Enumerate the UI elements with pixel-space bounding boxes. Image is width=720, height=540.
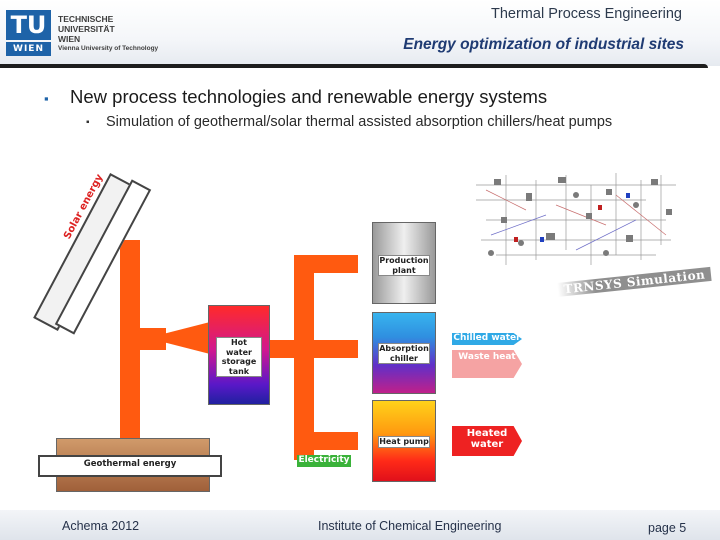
slide-footer <box>0 510 720 540</box>
logo-line-3: WIEN <box>58 34 81 44</box>
footer-page-number: page 5 <box>648 521 687 535</box>
footer-institute: Institute of Chemical Engineering <box>318 519 502 533</box>
electricity-tag: Electricity <box>297 455 351 467</box>
chilled-water-arrow: Chilled water <box>452 333 522 345</box>
logo-line-4: Vienna University of Technology <box>58 45 159 52</box>
bullet-level-2: Simulation of geothermal/solar thermal a… <box>106 114 613 130</box>
waste-heat-arrow: Waste heat <box>452 350 522 378</box>
pipe-to-chiller <box>268 340 358 358</box>
pipe-to-heat-pump <box>294 432 358 450</box>
pipe-to-production <box>294 255 358 273</box>
riser-branch-pipe <box>140 328 166 350</box>
footer-event: Achema 2012 <box>62 519 140 533</box>
header-rule <box>0 64 708 68</box>
logo-letters-wien: WIEN <box>6 42 51 56</box>
tu-wien-logo: TU WIEN TECHNISCHE UNIVERSITÄT WIEN Vien… <box>6 10 171 58</box>
logo-line-2: UNIVERSITÄT <box>58 24 115 34</box>
production-plant-label: Production plant <box>378 255 430 276</box>
absorption-chiller-label: Absorption chiller <box>378 343 430 364</box>
slide-header <box>0 0 720 66</box>
header-title: Thermal Process Engineering <box>490 6 682 22</box>
header-subtitle: Energy optimization of industrial sites <box>403 36 684 53</box>
trnsys-schematic-image <box>466 165 688 275</box>
logo-letters-tu: TU <box>6 10 51 40</box>
trnsys-network-diagram <box>476 173 676 265</box>
heat-pump-label: Heat pump <box>378 436 430 448</box>
bullet-level-1: New process technologies and renewable e… <box>70 86 548 107</box>
hot-water-storage-label: Hot water storage tank <box>216 337 262 377</box>
bullet-marker-1: ▪ <box>44 91 49 106</box>
bullet-marker-2: ▪ <box>86 117 90 128</box>
geothermal-riser-pipe <box>120 240 140 440</box>
logo-line-1: TECHNISCHE <box>58 14 114 24</box>
geothermal-energy-box <box>38 455 222 477</box>
storage-feed-pipe <box>166 322 210 354</box>
geothermal-energy-label: Geothermal energy <box>83 459 177 469</box>
heated-water-arrow: Heated water <box>452 426 522 456</box>
